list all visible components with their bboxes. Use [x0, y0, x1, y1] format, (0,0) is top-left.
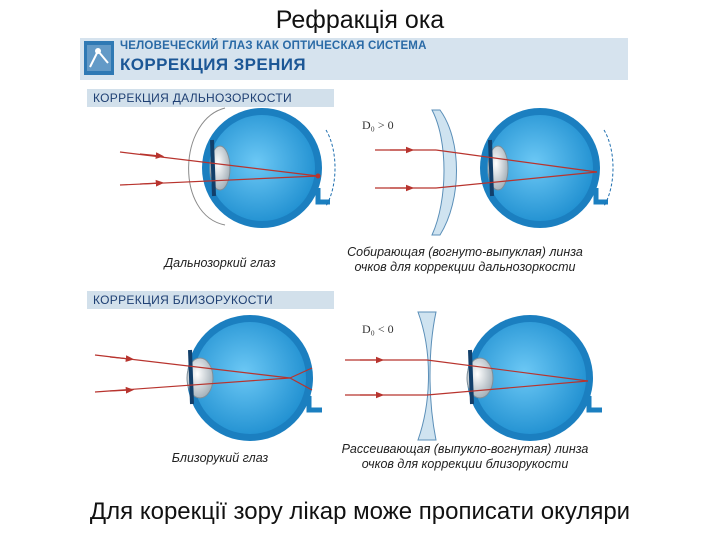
farsight-lens-power: D₀ > 0 — [362, 118, 394, 133]
slide-footer: Для корекції зору лікар може прописати о… — [0, 498, 720, 526]
farsighted-eye-caption: Дальнозоркий глаз — [140, 256, 300, 271]
nearsighted-eye — [187, 315, 322, 441]
diverging-lens-icon — [418, 312, 436, 440]
converging-lens-icon — [432, 110, 457, 235]
nearsight-lens-caption-line2: очков для коррекции близорукости — [315, 457, 615, 472]
nearsight-lens-caption-line1: Рассеивающая (выпукло-вогнутая) линза — [315, 442, 615, 457]
farsight-lens-caption: Собирающая (вогнуто-выпуклая) линза очко… — [320, 245, 610, 275]
farsighted-eye — [189, 108, 335, 228]
farsight-lens-caption-line1: Собирающая (вогнуто-выпуклая) линза — [320, 245, 610, 260]
corrected-nearsighted-eye — [467, 315, 602, 441]
nearsighted-eye-caption: Близорукий глаз — [140, 451, 300, 466]
nearsight-lens-power: D₀ < 0 — [362, 322, 394, 337]
farsight-lens-caption-line2: очков для коррекции дальнозоркости — [320, 260, 610, 275]
nearsight-lens-caption: Рассеивающая (выпукло-вогнутая) линза оч… — [315, 442, 615, 472]
corrected-farsighted-eye — [480, 108, 613, 228]
